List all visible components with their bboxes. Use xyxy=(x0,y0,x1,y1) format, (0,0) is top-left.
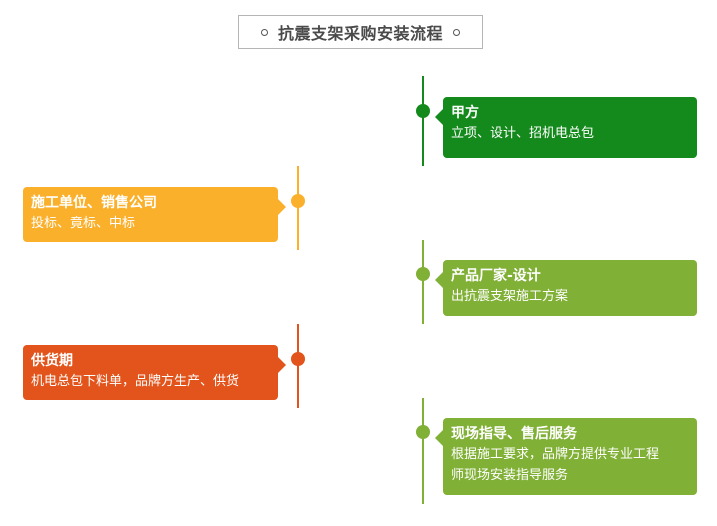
step-2-heading: 施工单位、销售公司 xyxy=(31,195,157,211)
step-1-desc: 立项、设计、招机电总包 xyxy=(451,126,595,141)
step-5-card: 现场指导、售后服务 根据施工要求，品牌方提供专业工程 师现场安装指导服务 xyxy=(435,418,697,495)
step-5-timeline-line xyxy=(422,398,424,504)
step-3-timeline-dot xyxy=(416,267,430,281)
step-1-timeline-dot xyxy=(416,104,430,118)
step-4-timeline-dot xyxy=(291,352,305,366)
step-3-timeline-line xyxy=(422,240,424,324)
step-2-desc: 投标、竟标、中标 xyxy=(31,216,136,231)
step-1-card: 甲方 立项、设计、招机电总包 xyxy=(435,97,697,158)
step-2-timeline-line xyxy=(297,166,299,250)
step-4-desc: 机电总包下料单，品牌方生产、供货 xyxy=(31,374,240,389)
title-right-ring-icon xyxy=(453,28,460,36)
step-5-desc-line-1: 根据施工要求，品牌方提供专业工程 xyxy=(451,447,660,462)
step-1-heading: 甲方 xyxy=(451,105,479,121)
title-left-ring-icon xyxy=(260,28,268,36)
step-2-timeline-dot xyxy=(291,194,305,208)
step-5-timeline-dot xyxy=(416,425,430,439)
diagram-title: 抗震支架采购安装流程 xyxy=(277,24,443,43)
step-2-card: 施工单位、销售公司 投标、竟标、中标 xyxy=(23,187,286,242)
step-3-card: 产品厂家-设计 出抗震支架施工方案 xyxy=(435,260,697,316)
step-3-desc: 出抗震支架施工方案 xyxy=(451,289,569,304)
step-4-heading: 供货期 xyxy=(31,353,73,369)
title-box: 抗震支架采购安装流程 xyxy=(238,15,483,49)
step-5-heading: 现场指导、售后服务 xyxy=(451,426,577,442)
step-4-card: 供货期 机电总包下料单，品牌方生产、供货 xyxy=(23,345,286,400)
step-4-timeline-line xyxy=(297,324,299,408)
step-1-timeline-line xyxy=(422,76,424,166)
step-3-heading: 产品厂家-设计 xyxy=(451,268,541,284)
step-5-desc-line-2: 师现场安装指导服务 xyxy=(451,468,569,483)
